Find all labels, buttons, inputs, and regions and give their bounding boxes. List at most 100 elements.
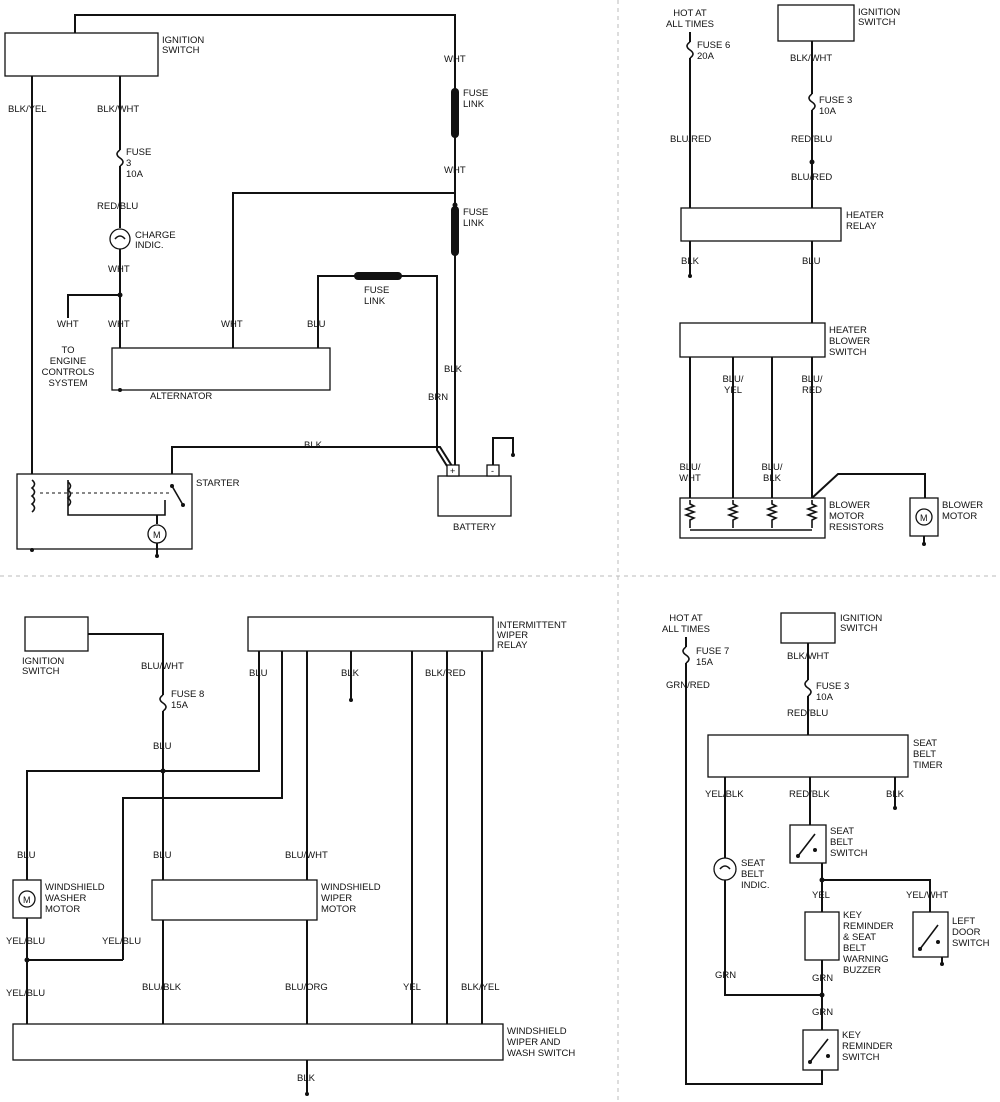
washer-motor-letter: M: [23, 895, 31, 905]
wire-label-blu-3: BLU: [17, 850, 36, 861]
wire-label-wht-2: WHT: [57, 319, 79, 330]
wire-label-blk-wht: BLK/WHT: [97, 104, 139, 115]
wire-label-red-blu: RED/BLU: [97, 201, 138, 212]
fuse-3: [116, 149, 124, 167]
wire-label-blu: BLU: [307, 319, 326, 330]
wire-label-blu-org: BLU/ORG: [285, 982, 328, 993]
battery-minus: -: [491, 466, 494, 476]
wire-label-grn-1: GRN: [715, 970, 736, 981]
wire-label-blk-yel: BLK/YEL: [461, 982, 500, 993]
wire-label-blu-wht: BLU/WHT: [679, 462, 701, 484]
wire-label-red-blu: RED/BLU: [791, 134, 832, 145]
seat-belt-indicator-lamp: [713, 857, 737, 881]
wire-label-blu-4: BLU: [153, 850, 172, 861]
key-reminder-buzzer: [804, 911, 840, 961]
intermittent-wiper-relay: [247, 616, 494, 652]
fuse-7: [682, 646, 690, 664]
wire-label-yel-blu-3: YEL/BLU: [6, 988, 45, 999]
blower-motor-letter: M: [920, 513, 928, 523]
wire-label-brn: BRN: [428, 392, 448, 403]
battery: [437, 475, 512, 517]
wire-label-blk-bot: BLK: [297, 1073, 316, 1084]
battery-plus: +: [450, 466, 455, 476]
wire-label-wht-3: WHT: [108, 319, 130, 330]
wire-label-yel-blu-1: YEL/BLU: [6, 936, 45, 947]
fuse-3: [808, 93, 816, 111]
wire-label-blu-2: BLU: [249, 668, 268, 679]
wire-label-blu: BLU: [802, 256, 821, 267]
wire-label-blu-yel: BLU/YEL: [722, 374, 743, 396]
fuse-6: [686, 41, 694, 59]
wire-label-wht-top: WHT: [444, 54, 466, 65]
wire-label-blk-wht: BLK/WHT: [790, 53, 832, 64]
key-reminder-switch: [802, 1029, 839, 1071]
wire-label-yel-blu-2: YEL/BLU: [102, 936, 141, 947]
wire-label-blk-red: BLK/RED: [425, 668, 466, 679]
ignition-switch: [777, 4, 855, 42]
wire-label-blk-yel: BLK/YEL: [8, 104, 47, 115]
fuse-8: [159, 694, 167, 712]
heater-relay: [680, 207, 842, 242]
wire-label-blk-v: BLK: [444, 364, 463, 375]
charge-indicator-lamp: [109, 228, 131, 250]
fuse-3: [804, 679, 812, 697]
windshield-wiper-motor: [151, 879, 318, 921]
ignition-switch: [4, 32, 159, 77]
starter-label: STARTER: [196, 478, 240, 489]
wire-label-red-blk: RED/BLK: [789, 789, 830, 800]
wire-label-red-blu: RED/BLU: [787, 708, 828, 719]
wire-label-yel: YEL: [403, 982, 421, 993]
wire-label-blu-blk: BLU/BLK: [761, 462, 782, 484]
wire-label-blk-h: BLK: [304, 440, 323, 451]
wire-label-blu-1: BLU: [153, 741, 172, 752]
wire-label-blu-red-right: BLU/RED: [791, 172, 832, 183]
wire-label-blk: BLK: [681, 256, 700, 267]
seat-belt-timer: [707, 734, 909, 778]
ignition-switch: [24, 616, 89, 652]
wire-label-yel-wht: YEL/WHT: [906, 890, 948, 901]
wire-label-yel: YEL: [812, 890, 830, 901]
wire-label-blu-wht: BLU/WHT: [141, 661, 184, 672]
wire-label-grn-2: GRN: [812, 973, 833, 984]
ignition-switch: [780, 612, 836, 644]
blower-motor-resistors: [679, 497, 826, 539]
wire-label-grn-3: GRN: [812, 1007, 833, 1018]
wire-label-wht-1: WHT: [108, 264, 130, 275]
wire-label-yel-blk: YEL/BLK: [705, 789, 744, 800]
wire-label-blu-red-left: BLU/RED: [670, 134, 711, 145]
alternator: [111, 347, 331, 391]
battery-label: BATTERY: [453, 522, 497, 533]
wire-label-blk-top: BLK: [341, 668, 360, 679]
wire-label-wht-4: WHT: [221, 319, 243, 330]
alternator-label: ALTERNATOR: [150, 391, 212, 402]
